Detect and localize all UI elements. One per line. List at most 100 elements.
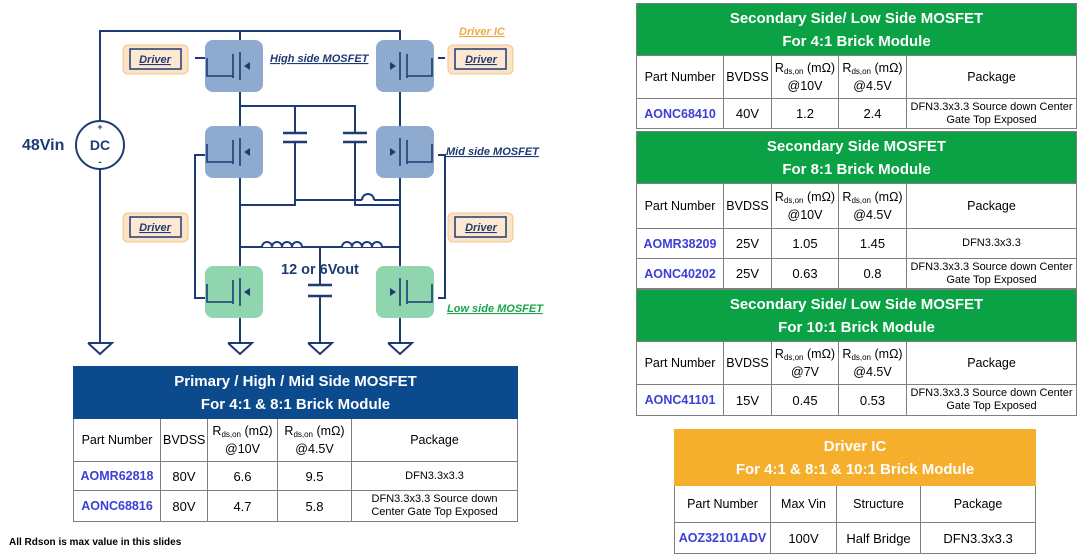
col-rds-1: Rds,on (mΩ)@10V bbox=[771, 183, 839, 229]
minus-sign: - bbox=[98, 157, 101, 168]
col-part-number: Part Number bbox=[636, 183, 724, 229]
half-bridge-schematic: DC + - 48Vin Driver Driver Driver Driver… bbox=[22, 26, 544, 356]
package: DFN3.3x3.3 Source down Center Gate Top E… bbox=[350, 490, 519, 522]
bvdss: 80V bbox=[160, 490, 208, 522]
rds-2: 9.5 bbox=[277, 461, 352, 491]
table-row: AONC68816 80V 4.7 5.8 DFN3.3x3.3 Source … bbox=[73, 490, 519, 522]
table-row: AONC40202 25V 0.63 0.8 DFN3.3x3.3 Source… bbox=[636, 258, 1077, 289]
title-line1: Secondary Side MOSFET bbox=[766, 137, 947, 155]
table-row: AONC68410 40V 1.2 2.4 DFN3.3x3.3 Source … bbox=[636, 98, 1078, 129]
rds-1: 4.7 bbox=[207, 490, 278, 522]
driver-ic-label: Driver IC bbox=[459, 26, 506, 38]
col-rds-2: Rds,on (mΩ)@4.5V bbox=[838, 183, 907, 229]
package: DFN3.3x3.3 Source down Center Gate Top E… bbox=[906, 258, 1077, 289]
title-line1: Secondary Side/ Low Side MOSFET bbox=[729, 9, 984, 27]
mosfet-mid-left-icon bbox=[205, 126, 263, 178]
table-secondary-8to1: Secondary Side MOSFET For 8:1 Brick Modu… bbox=[636, 131, 1077, 289]
mosfet-mid-right-icon bbox=[376, 126, 434, 178]
mosfet-low-left-icon bbox=[205, 266, 263, 318]
col-package: Package bbox=[350, 418, 519, 462]
ground-symbols bbox=[87, 342, 415, 356]
rds-1: 0.45 bbox=[771, 384, 839, 416]
col-rds-1: Rds,on (mΩ)@7V bbox=[771, 341, 839, 385]
col-part-number: Part Number bbox=[73, 418, 161, 462]
bvdss: 25V bbox=[723, 228, 772, 259]
footnote: All Rdson is max value in this slides bbox=[9, 537, 182, 548]
title-line2: For 8:1 Brick Module bbox=[782, 160, 931, 178]
table-row: AOZ32101ADV 100V Half Bridge DFN3.3x3.3 bbox=[674, 522, 1037, 554]
part-number: AOMR62818 bbox=[73, 461, 161, 491]
bvdss: 80V bbox=[160, 461, 208, 491]
bvdss: 40V bbox=[723, 98, 772, 129]
rds-1: 1.2 bbox=[771, 98, 839, 129]
col-part-number: Part Number bbox=[636, 55, 724, 99]
mosfet-high-left-icon bbox=[205, 40, 263, 92]
col-package: Package bbox=[906, 183, 1077, 229]
driver-label-top-left: Driver bbox=[139, 54, 172, 66]
vin-label: 48Vin bbox=[22, 137, 64, 154]
rds-2: 0.8 bbox=[838, 258, 907, 289]
max-vin: 100V bbox=[770, 522, 837, 554]
package: DFN3.3x3.3 Source down Center Gate Top E… bbox=[905, 384, 1078, 416]
plus-sign: + bbox=[97, 122, 102, 132]
output-inductors bbox=[261, 241, 383, 248]
table-row: AONC41101 15V 0.45 0.53 DFN3.3x3.3 Sourc… bbox=[636, 384, 1078, 416]
part-number: AONC41101 bbox=[636, 384, 724, 416]
structure: Half Bridge bbox=[836, 522, 921, 554]
col-rds-2: Rds,on (mΩ)@4.5V bbox=[277, 418, 352, 462]
part-number: AOZ32101ADV bbox=[674, 522, 771, 554]
col-rds-2: Rds,on (mΩ)@4.5V bbox=[838, 341, 907, 385]
col-package: Package bbox=[905, 341, 1078, 385]
table-row: AOMR38209 25V 1.05 1.45 DFN3.3x3.3 bbox=[636, 228, 1077, 259]
col-rds-1: Rds,on (mΩ)@10V bbox=[207, 418, 278, 462]
table-secondary-10to1: Secondary Side/ Low Side MOSFET For 10:1… bbox=[635, 289, 1078, 416]
bvdss: 15V bbox=[723, 384, 772, 416]
mosfet-low-right-icon bbox=[376, 266, 434, 318]
col-structure: Structure bbox=[836, 485, 921, 523]
table-primary: Primary / High / Mid Side MOSFET For 4:1… bbox=[72, 366, 519, 522]
dc-source-label: DC bbox=[90, 137, 110, 153]
col-package: Package bbox=[919, 485, 1037, 523]
title-line1: Secondary Side/ Low Side MOSFET bbox=[729, 295, 984, 313]
bvdss: 25V bbox=[723, 258, 772, 289]
title-line2: For 4:1 Brick Module bbox=[782, 32, 931, 50]
col-bvdss: BVDSS bbox=[723, 341, 772, 385]
col-rds-1: Rds,on (mΩ)@10V bbox=[771, 55, 839, 99]
mid-side-label: Mid side MOSFET bbox=[446, 146, 540, 158]
table-sec-101-title: Secondary Side/ Low Side MOSFET For 10:1… bbox=[635, 289, 1078, 342]
part-number: AONC40202 bbox=[636, 258, 724, 289]
part-number: AONC68410 bbox=[636, 98, 724, 129]
table-primary-title: Primary / High / Mid Side MOSFET For 4:1… bbox=[72, 366, 519, 419]
part-number: AOMR38209 bbox=[636, 228, 724, 259]
col-max-vin: Max Vin bbox=[770, 485, 837, 523]
driver-label-bottom-right: Driver bbox=[465, 222, 498, 234]
table-driver-ic: Driver IC For 4:1 & 8:1 & 10:1 Brick Mod… bbox=[673, 429, 1037, 554]
package: DFN3.3x3.3 bbox=[350, 461, 519, 491]
col-rds-2: Rds,on (mΩ)@4.5V bbox=[838, 55, 907, 99]
table-row: AOMR62818 80V 6.6 9.5 DFN3.3x3.3 bbox=[73, 461, 519, 491]
title-line2: For 10:1 Brick Module bbox=[778, 318, 935, 336]
low-side-label: Low side MOSFET bbox=[447, 303, 544, 315]
rds-2: 5.8 bbox=[277, 490, 352, 522]
rds-2: 2.4 bbox=[838, 98, 907, 129]
rds-1: 6.6 bbox=[207, 461, 278, 491]
driver-boxes: Driver Driver Driver Driver bbox=[122, 44, 514, 243]
title-line2: For 4:1 & 8:1 & 10:1 Brick Module bbox=[735, 460, 975, 478]
package: DFN3.3x3.3 Source down Center Gate Top E… bbox=[905, 98, 1078, 129]
col-part-number: Part Number bbox=[636, 341, 724, 385]
rds-2: 1.45 bbox=[838, 228, 907, 259]
high-side-label: High side MOSFET bbox=[270, 53, 370, 65]
mosfet-high-right-icon bbox=[376, 40, 434, 92]
rds-1: 0.63 bbox=[771, 258, 839, 289]
part-number: AONC68816 bbox=[73, 490, 161, 522]
vout-label: 12 or 6Vout bbox=[281, 262, 359, 278]
table-sec-81-title: Secondary Side MOSFET For 8:1 Brick Modu… bbox=[636, 131, 1077, 184]
table-secondary-4to1: Secondary Side/ Low Side MOSFET For 4:1 … bbox=[635, 3, 1078, 129]
col-bvdss: BVDSS bbox=[723, 183, 772, 229]
table-sec-41-title: Secondary Side/ Low Side MOSFET For 4:1 … bbox=[635, 3, 1078, 56]
title-line1: Primary / High / Mid Side MOSFET bbox=[174, 372, 417, 390]
rds-1: 1.05 bbox=[771, 228, 839, 259]
package: DFN3.3x3.3 bbox=[919, 522, 1037, 554]
title-line1: Driver IC bbox=[823, 437, 887, 455]
capacitor-leads bbox=[294, 118, 356, 150]
